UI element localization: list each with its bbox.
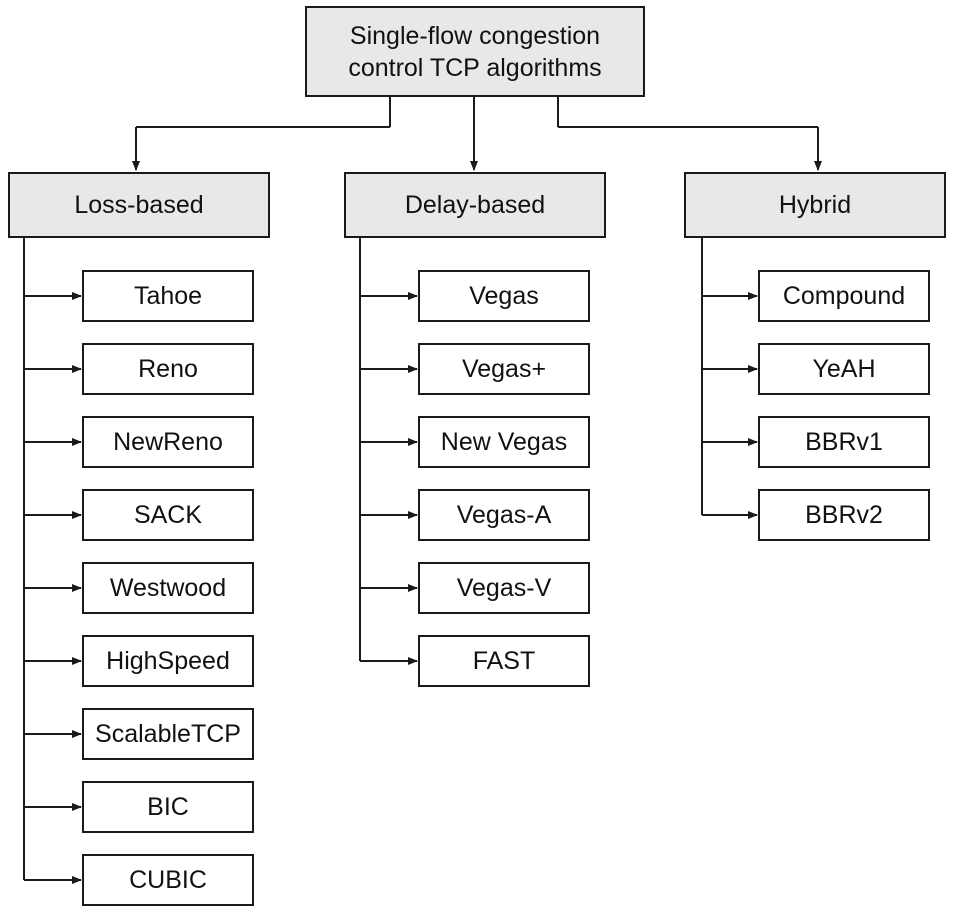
category-title: Delay-based bbox=[404, 191, 546, 219]
root-line-1: Single-flow congestion bbox=[349, 21, 601, 50]
algorithm-new-vegas: New Vegas bbox=[418, 416, 590, 468]
category-loss-based: Loss-based bbox=[8, 172, 270, 238]
root-line-2: control TCP algorithms bbox=[348, 53, 602, 82]
algorithm-vegas: Vegas bbox=[418, 270, 590, 322]
algorithm-reno: Reno bbox=[82, 343, 254, 395]
algorithm-vegas-a: Vegas-A bbox=[418, 489, 590, 541]
algorithm-label: ScalableTCP bbox=[95, 720, 241, 748]
algorithm-vegas: Vegas+ bbox=[418, 343, 590, 395]
algorithm-label: BBRv2 bbox=[805, 501, 883, 529]
algorithm-label: HighSpeed bbox=[106, 647, 230, 675]
algorithm-cubic: CUBIC bbox=[82, 854, 254, 906]
algorithm-label: Vegas bbox=[469, 282, 539, 310]
algorithm-label: Vegas+ bbox=[461, 355, 547, 383]
algorithm-fast: FAST bbox=[418, 635, 590, 687]
algorithm-label: Tahoe bbox=[133, 282, 203, 310]
category-title: Hybrid bbox=[778, 191, 852, 219]
algorithm-label: Compound bbox=[782, 282, 906, 310]
algorithm-highspeed: HighSpeed bbox=[82, 635, 254, 687]
algorithm-label: SACK bbox=[133, 501, 203, 529]
root-node: Single-flow congestion control TCP algor… bbox=[305, 6, 645, 97]
algorithm-bbrv1: BBRv1 bbox=[758, 416, 930, 468]
algorithm-label: Vegas-A bbox=[456, 501, 552, 529]
algorithm-bic: BIC bbox=[82, 781, 254, 833]
algorithm-label: Westwood bbox=[109, 574, 227, 602]
algorithm-scalabletcp: ScalableTCP bbox=[82, 708, 254, 760]
algorithm-label: YeAH bbox=[812, 355, 876, 383]
category-hybrid: Hybrid bbox=[684, 172, 946, 238]
algorithm-label: BIC bbox=[147, 793, 189, 821]
algorithm-label: BBRv1 bbox=[805, 428, 883, 456]
algorithm-newreno: NewReno bbox=[82, 416, 254, 468]
algorithm-tahoe: Tahoe bbox=[82, 270, 254, 322]
algorithm-bbrv2: BBRv2 bbox=[758, 489, 930, 541]
algorithm-compound: Compound bbox=[758, 270, 930, 322]
category-title: Loss-based bbox=[74, 191, 204, 219]
algorithm-vegas-v: Vegas-V bbox=[418, 562, 590, 614]
algorithm-westwood: Westwood bbox=[82, 562, 254, 614]
algorithm-label: New Vegas bbox=[440, 428, 568, 456]
algorithm-yeah: YeAH bbox=[758, 343, 930, 395]
algorithm-label: Vegas-V bbox=[456, 574, 552, 602]
algorithm-label: CUBIC bbox=[129, 866, 207, 894]
category-delay-based: Delay-based bbox=[344, 172, 606, 238]
algorithm-label: Reno bbox=[138, 355, 198, 383]
algorithm-label: FAST bbox=[472, 647, 536, 675]
algorithm-label: NewReno bbox=[113, 428, 223, 456]
algorithm-sack: SACK bbox=[82, 489, 254, 541]
